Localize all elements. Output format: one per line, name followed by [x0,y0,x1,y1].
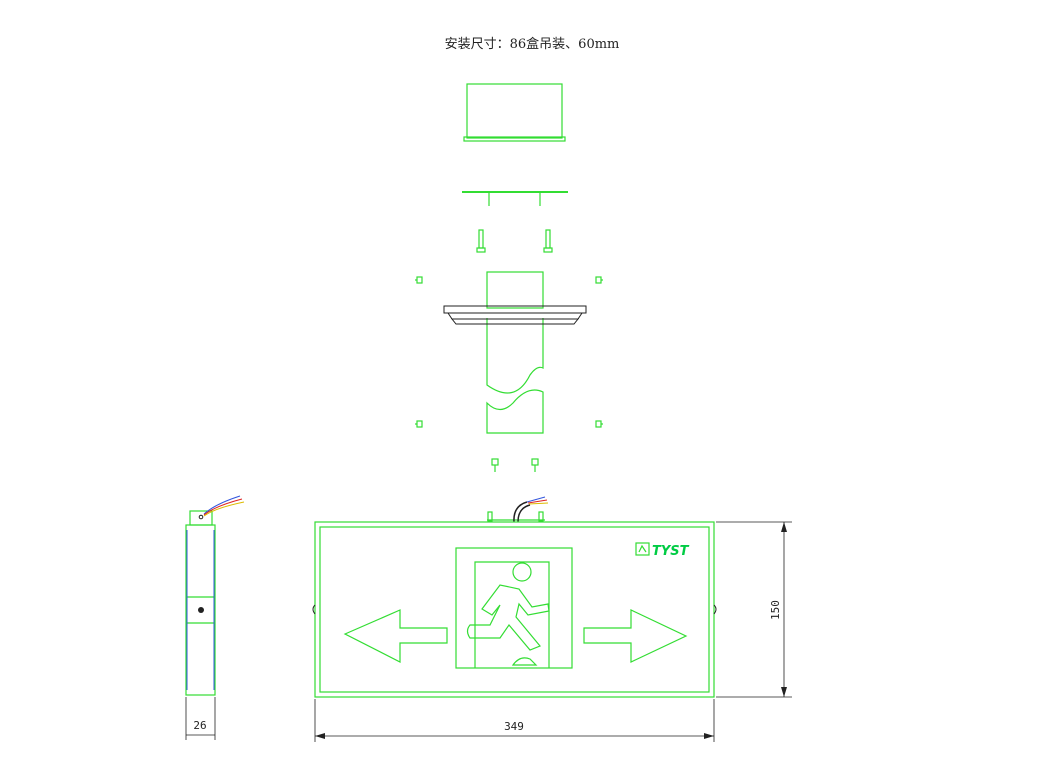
mounting-plate [462,191,568,206]
side-view [185,495,245,696]
depth-dimension: 26 [185,697,216,740]
depth-label: 26 [193,719,206,732]
height-label: 150 [769,600,782,620]
junction-box-cover [463,83,566,142]
eco-box-icon [635,542,650,556]
front-view-sign [312,496,717,698]
left-arrow-icon [343,609,448,663]
brand-logo: TYST [635,542,690,559]
height-dimension: 150 [716,521,792,698]
side-screws-lower [415,420,603,428]
drawing-title: 安装尺寸：86盒吊装、60mm [445,36,620,52]
width-dimension: 349 [314,699,715,742]
width-label: 349 [504,720,524,733]
small-screws [491,458,539,472]
right-arrow-icon [583,609,688,663]
side-screws-upper [415,276,603,284]
running-man-exit-icon [455,547,573,669]
suspension-tube [486,271,544,434]
logo-text: TYST [652,544,690,559]
ceiling-canopy [443,305,587,325]
mounting-screws [476,229,553,253]
